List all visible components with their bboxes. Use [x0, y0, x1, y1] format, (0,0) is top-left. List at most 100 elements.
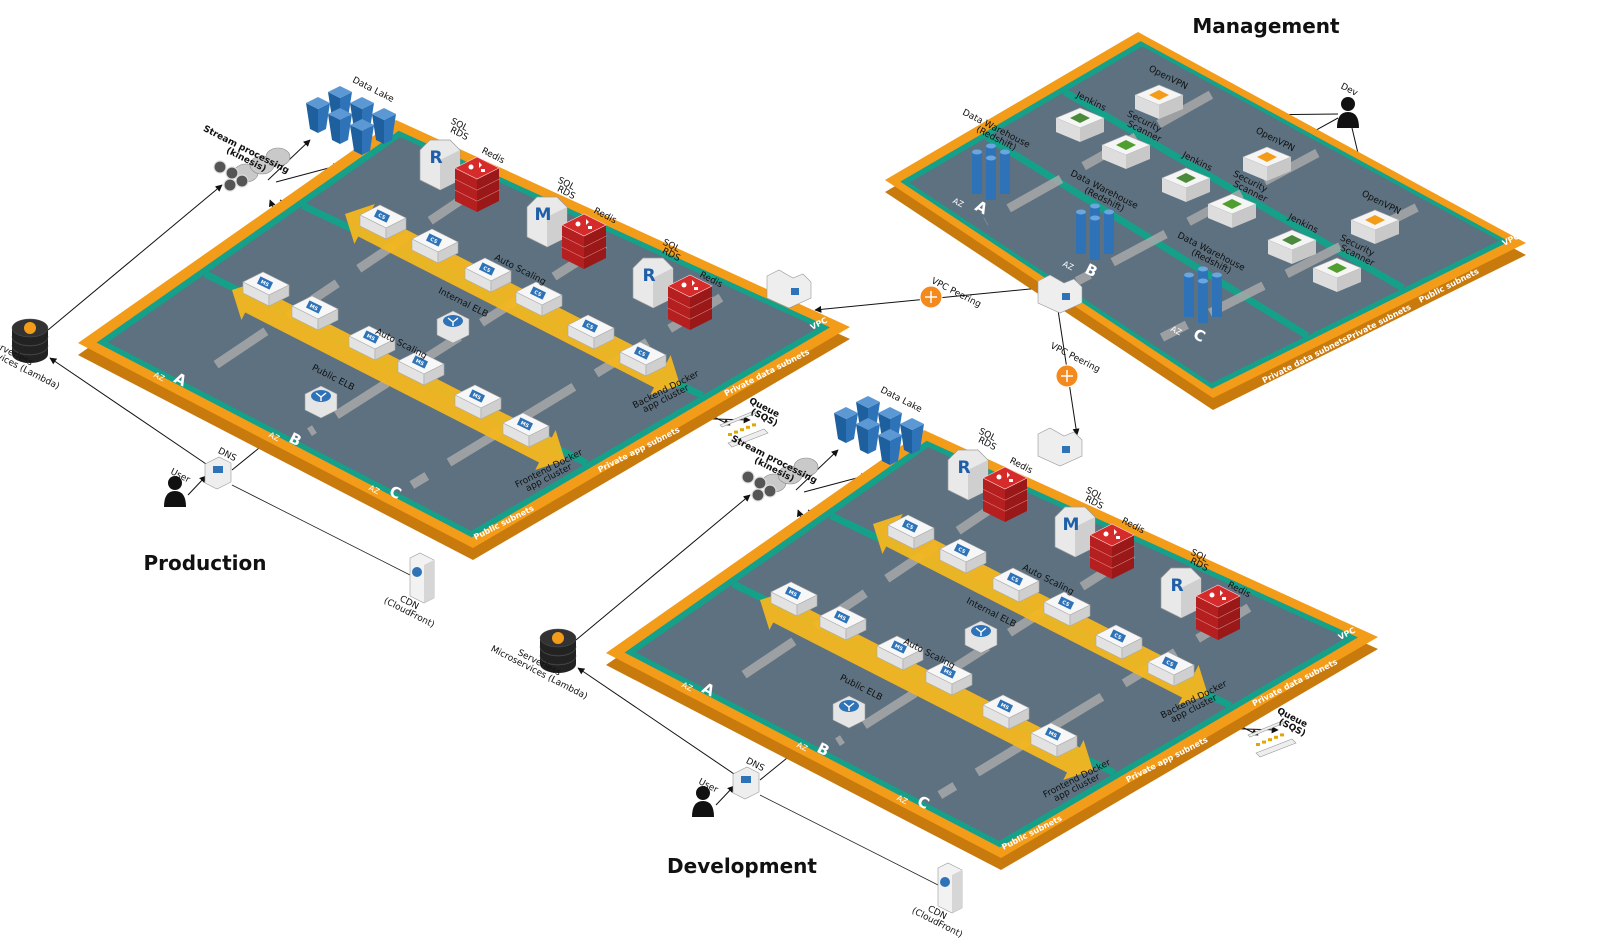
cs-container-icon: CS [359, 204, 407, 240]
container-tag: MS [259, 279, 270, 288]
container-tag: MS [893, 643, 904, 652]
ms-container-icon: MS [1030, 722, 1078, 758]
container-tag: CS [1113, 633, 1123, 642]
connection-arrow [187, 475, 207, 496]
container-tag: CS [1061, 600, 1071, 609]
redshift-icon [972, 143, 1010, 200]
cs-container-icon: CS [887, 514, 935, 550]
redis-icon [982, 466, 1028, 522]
ms-container-icon: MS [770, 581, 818, 617]
vpn-gateway-icon [766, 269, 812, 309]
openvpn-icon [1350, 209, 1400, 244]
container-tag: CS [585, 323, 595, 332]
container-tag: MS [519, 420, 530, 429]
container-tag: CS [1010, 576, 1020, 585]
elb-icon [964, 620, 998, 654]
cdn-icon [409, 552, 435, 604]
lambda-icon [539, 628, 577, 673]
jenkins-icon [1055, 107, 1105, 142]
subnet-lane [937, 603, 1252, 799]
container-tag: MS [787, 589, 798, 598]
openvpn-icon [1134, 84, 1184, 119]
ms-container-icon: MS [925, 660, 973, 696]
redis-icon [1089, 523, 1135, 579]
jenkins-icon [1267, 229, 1317, 264]
subnet-lane [197, 183, 483, 380]
ms-container-icon: MS [242, 271, 290, 307]
ms-container-icon: MS [819, 605, 867, 641]
dns-icon [732, 766, 760, 800]
dev-icon [1337, 97, 1359, 128]
dev-label: Dev [1339, 82, 1360, 99]
ms-container-icon: MS [454, 384, 502, 420]
container-tag: CS [957, 547, 967, 556]
container-tag: MS [308, 303, 319, 312]
ms-container-icon: MS [348, 325, 396, 361]
rds-letter: M [1063, 515, 1080, 535]
ms-container-icon: MS [291, 295, 339, 331]
production-title: Production [143, 551, 266, 575]
container-tag: CS [637, 350, 647, 359]
connection-line [231, 484, 411, 576]
rds-icon: M [526, 196, 568, 248]
management-title: Management [1192, 14, 1340, 38]
redis-icon [454, 156, 500, 212]
rds-letter: R [642, 266, 655, 286]
container-tag: MS [999, 702, 1010, 711]
sqs-icon [1247, 720, 1297, 758]
container-tag: CS [905, 523, 915, 532]
container-tag: MS [1047, 730, 1058, 739]
container-tag: MS [414, 358, 425, 367]
container-tag: MS [365, 333, 376, 342]
rds-letter: M [535, 205, 552, 225]
container-tag: CS [533, 290, 543, 299]
security-scanner-icon [1101, 134, 1151, 169]
icons: CS CS CS CS CS CS MS MS MS MS MS MS R M R CS CS CS CS CS CS M… [11, 84, 1400, 914]
rds-letter: R [1170, 576, 1183, 596]
container-tag: MS [836, 613, 847, 622]
ms-container-icon: MS [502, 412, 550, 448]
cs-container-icon: CS [464, 257, 512, 293]
data-lake-icon [306, 86, 396, 155]
connection-arrow [575, 494, 751, 641]
security-scanner-icon [1312, 257, 1362, 292]
cs-container-icon: CS [619, 341, 667, 377]
user-icon [692, 786, 714, 817]
subnet-lane [409, 293, 724, 489]
ms-container-icon: MS [982, 694, 1030, 730]
openvpn-icon [1242, 146, 1292, 181]
vpc-peering-icon [919, 285, 943, 309]
vpc-peering-icon [1055, 364, 1079, 388]
rds-letter: R [429, 148, 442, 168]
security-scanner-icon [1207, 193, 1257, 228]
container-tag: MS [942, 668, 953, 677]
cs-container-icon: CS [411, 228, 459, 264]
jenkins-icon [1161, 167, 1211, 202]
container-tag: CS [1165, 660, 1175, 669]
cs-container-icon: CS [1043, 591, 1091, 627]
user-icon [164, 476, 186, 507]
management-platform [885, 32, 1526, 410]
rds-icon: R [632, 257, 674, 309]
vpn-gateway-icon [1037, 274, 1083, 314]
cs-container-icon: CS [1095, 624, 1143, 660]
rds-icon: M [1054, 506, 1096, 558]
cdn-icon [937, 862, 963, 914]
elb-icon [304, 385, 338, 419]
vpn-gateway-icon [1037, 427, 1083, 467]
subnet-lane [725, 493, 1011, 690]
cs-container-icon: CS [567, 314, 615, 350]
connection-arrow [715, 785, 735, 806]
sqs-icon [719, 410, 769, 448]
container-tag: MS [471, 392, 482, 401]
cs-container-icon: CS [515, 281, 563, 317]
container-tag: CS [429, 237, 439, 246]
rds-icon: R [419, 139, 461, 191]
container-tag: CS [482, 266, 492, 275]
rds-icon: R [1160, 567, 1202, 619]
cs-container-icon: CS [992, 567, 1040, 603]
connection-arrow [47, 184, 223, 331]
cs-container-icon: CS [939, 538, 987, 574]
az-divider [1062, 88, 1405, 292]
